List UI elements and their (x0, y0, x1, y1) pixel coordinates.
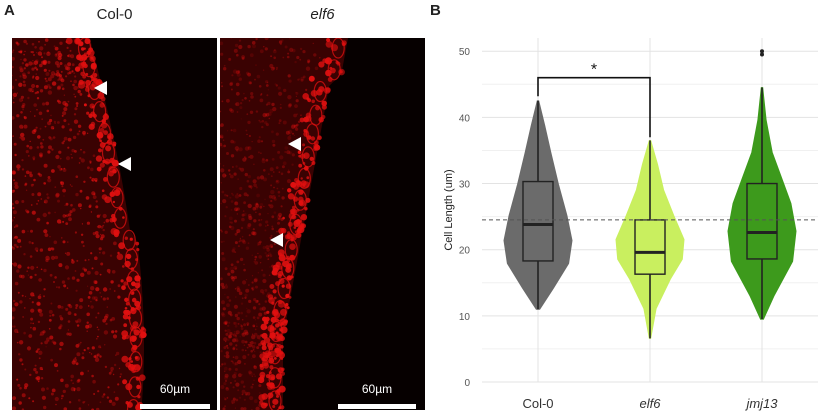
col0-micrograph: 60µm (12, 38, 217, 410)
x-tick-label: elf6 (640, 396, 662, 411)
arrowhead-marker (118, 157, 131, 171)
elf6-image-label: elf6 (310, 6, 335, 23)
outlier-point (760, 52, 764, 57)
y-tick-label: 20 (459, 246, 471, 257)
y-tick-label: 0 (464, 378, 470, 389)
box (522, 180, 554, 262)
arrowhead-marker (288, 137, 301, 151)
scale-bar-left-label: 60µm (159, 382, 191, 396)
x-tick-label: jmj13 (744, 396, 778, 411)
y-tick-label: 30 (459, 180, 471, 191)
scale-bar-right-label: 60µm (361, 382, 393, 396)
arrowhead-marker (94, 81, 107, 95)
significance-star: * (591, 62, 597, 79)
x-tick-label: Col-0 (522, 396, 553, 411)
panel-b-letter: B (430, 2, 441, 19)
arrowhead-marker (270, 233, 283, 247)
panel-a-letter: A (4, 2, 15, 19)
y-tick-label: 40 (459, 113, 471, 124)
y-tick-label: 50 (459, 47, 471, 58)
col0-image-label: Col-0 (96, 6, 133, 23)
outlier-point (760, 49, 764, 54)
y-tick-label: 10 (459, 312, 471, 323)
elf6-micrograph: 60µm (220, 38, 425, 410)
scale-bar-left (140, 404, 210, 409)
y-axis-label: Cell Length (um) (443, 169, 455, 250)
box (746, 182, 778, 260)
significance-bracket (537, 76, 651, 138)
box (634, 219, 666, 275)
scale-bar-right (338, 404, 416, 409)
